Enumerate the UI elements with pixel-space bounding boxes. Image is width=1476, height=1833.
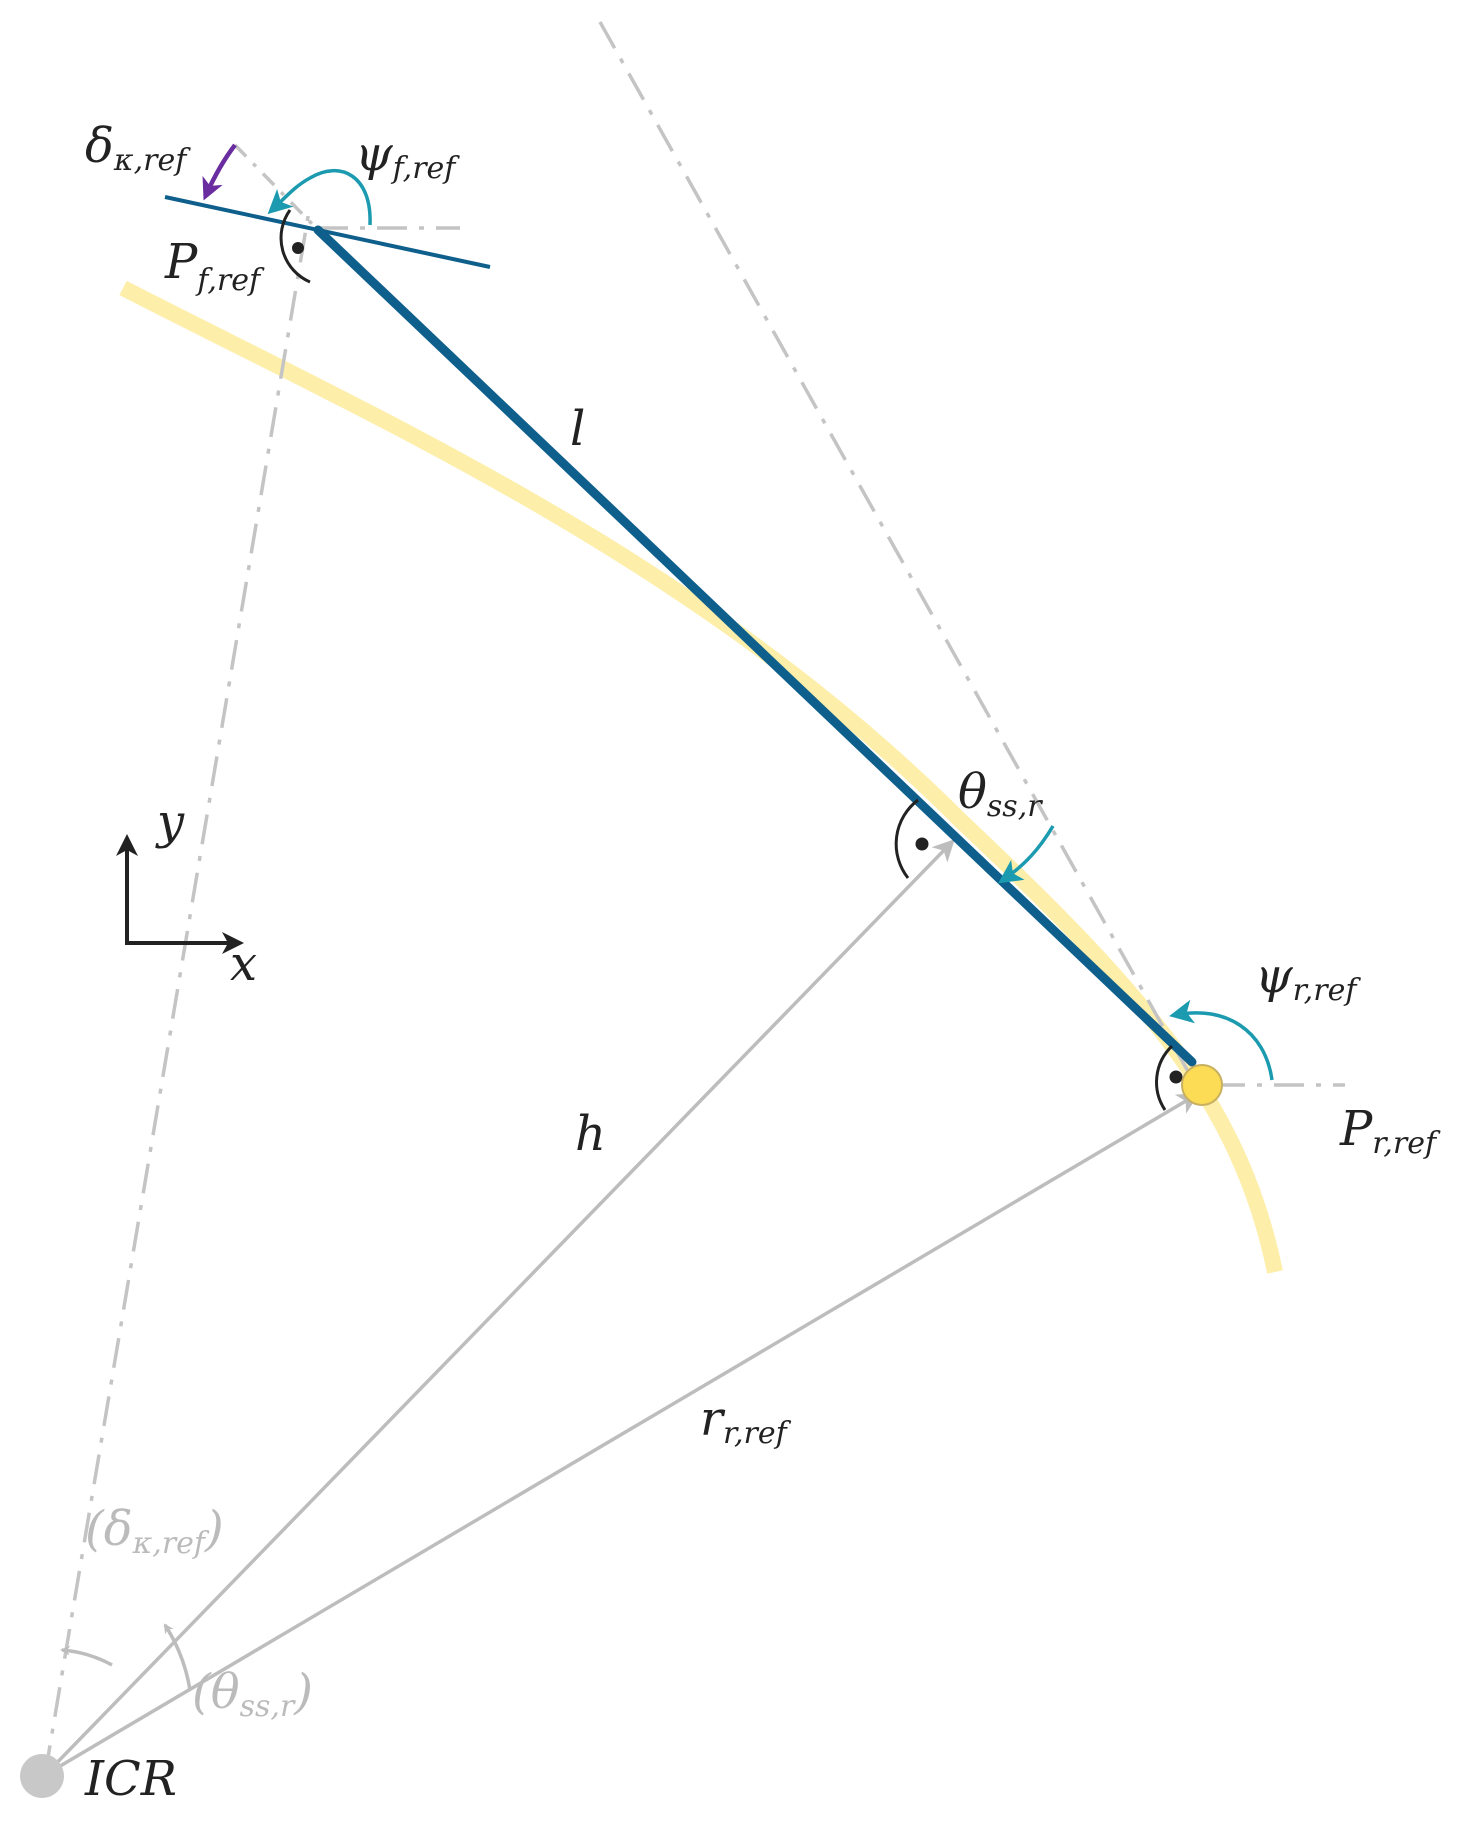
r-ref-vector	[44, 1092, 1200, 1777]
front-right-angle-dot	[292, 242, 304, 254]
icr-theta-arc	[163, 1623, 192, 1691]
delta-k-arrow	[202, 143, 237, 201]
l-label: l	[570, 401, 585, 457]
p-f-label: Pf,ref	[164, 234, 265, 298]
rear-reference-point	[1181, 1064, 1223, 1106]
psi-f-label: ψf,ref	[355, 126, 460, 186]
front-wheel	[164, 195, 491, 269]
theta-ss-icr-label: (θss,r)	[192, 1664, 313, 1724]
theta-ss-arrow	[998, 825, 1055, 884]
p-r-label: Pr,ref	[1339, 1101, 1441, 1161]
x-axis-label: x	[230, 936, 257, 992]
icr-delta-arc	[60, 1645, 113, 1667]
psi-r-arrow	[1169, 999, 1274, 1081]
h-vector	[43, 839, 955, 1777]
delta-k-icr-label: (δκ,ref)	[85, 1501, 224, 1561]
psi-f-arrow	[267, 168, 372, 226]
rear-heading-line	[598, 21, 1192, 1076]
delta-k-label: δκ,ref	[85, 118, 191, 178]
mid-right-angle-marker	[894, 798, 919, 879]
y-axis-label: y	[155, 794, 185, 850]
h-label: h	[575, 1106, 606, 1162]
r-ref-label: rr,ref	[700, 1391, 792, 1451]
icr-front-axis-line	[43, 204, 312, 1776]
theta-ss-label: θss,r	[958, 764, 1043, 824]
rear-right-angle-marker	[1155, 1044, 1174, 1111]
front-right-angle-marker	[279, 209, 311, 284]
rear-right-angle-dot	[1169, 1070, 1183, 1084]
front-heading-line	[233, 143, 320, 232]
icr-label: ICR	[84, 1751, 177, 1807]
psi-r-label: ψr,ref	[1255, 948, 1361, 1008]
reference-path	[119, 280, 1283, 1274]
icr-point	[20, 1754, 64, 1798]
vehicle-body-l	[313, 225, 1197, 1067]
mid-right-angle-dot	[915, 837, 929, 851]
